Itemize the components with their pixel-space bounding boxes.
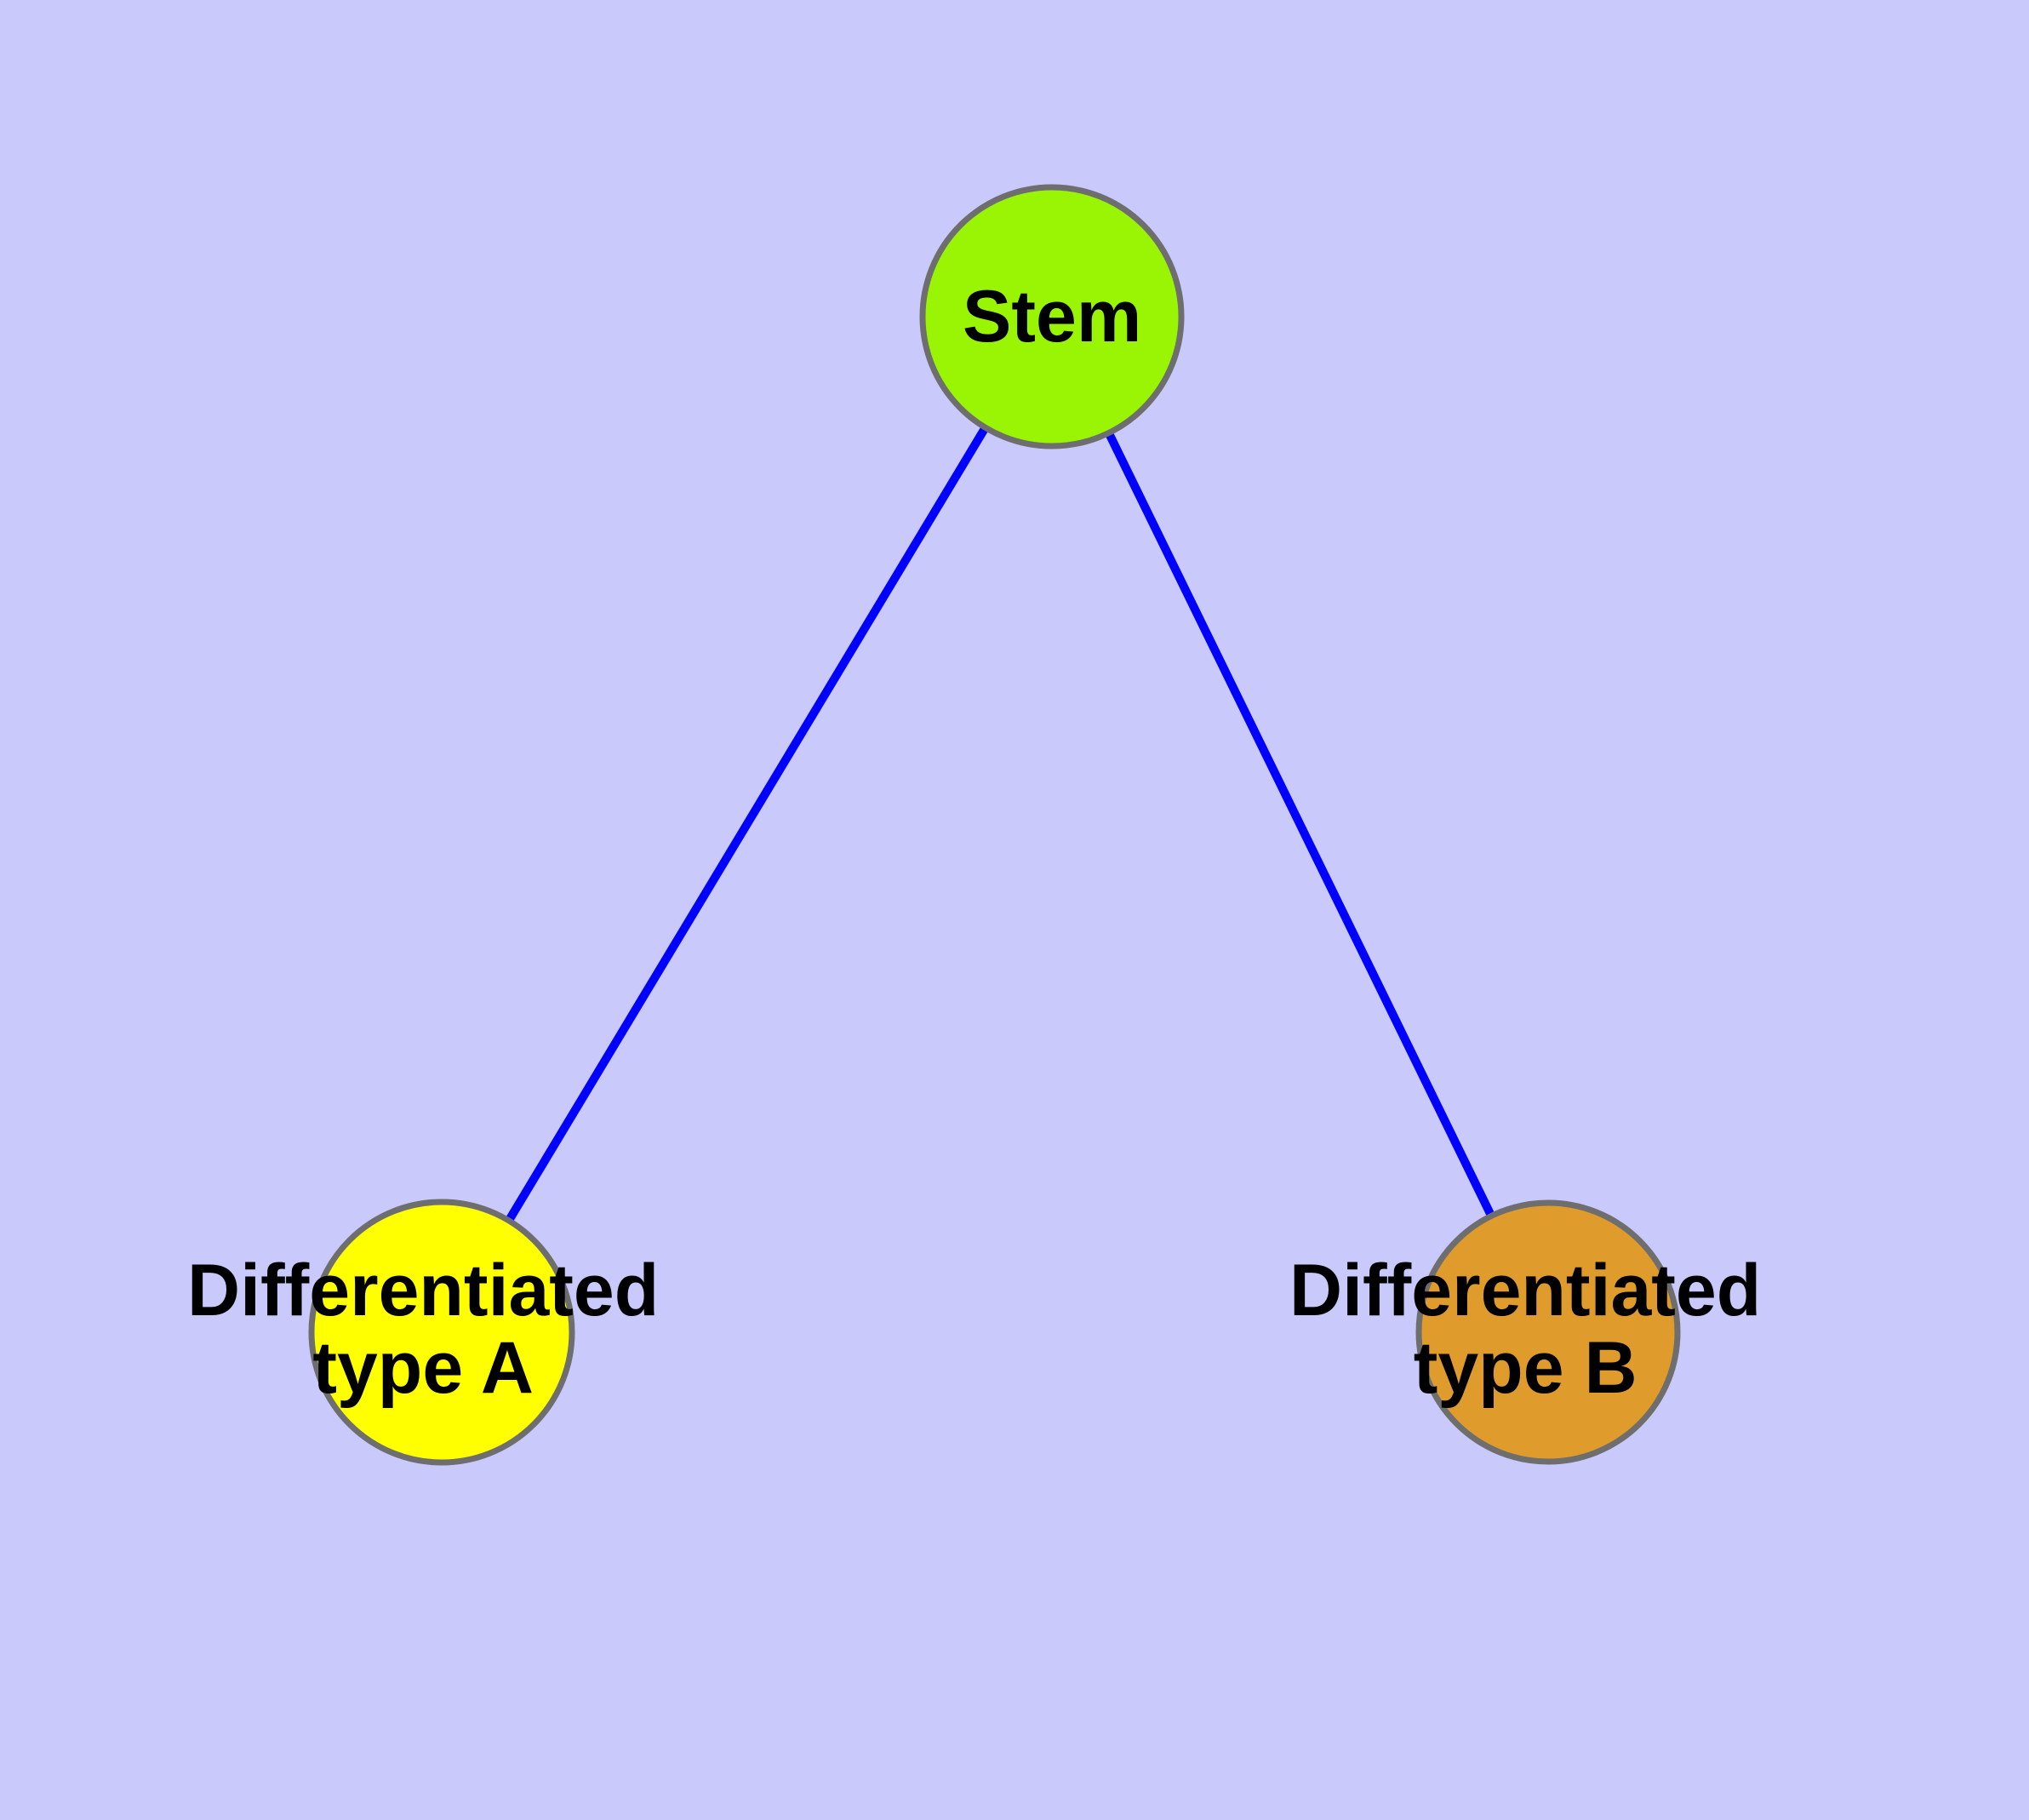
edge-stem-to-differentiated-type-b[interactable] [1048, 314, 1552, 1335]
node-differentiated-type-b[interactable] [1415, 1199, 1681, 1465]
node-differentiated-type-a[interactable] [308, 1199, 575, 1466]
node-stem[interactable] [919, 184, 1185, 449]
edge-layer [437, 314, 1552, 1335]
edge-stem-to-differentiated-type-a[interactable] [437, 314, 1056, 1335]
node-layer [308, 184, 1681, 1466]
